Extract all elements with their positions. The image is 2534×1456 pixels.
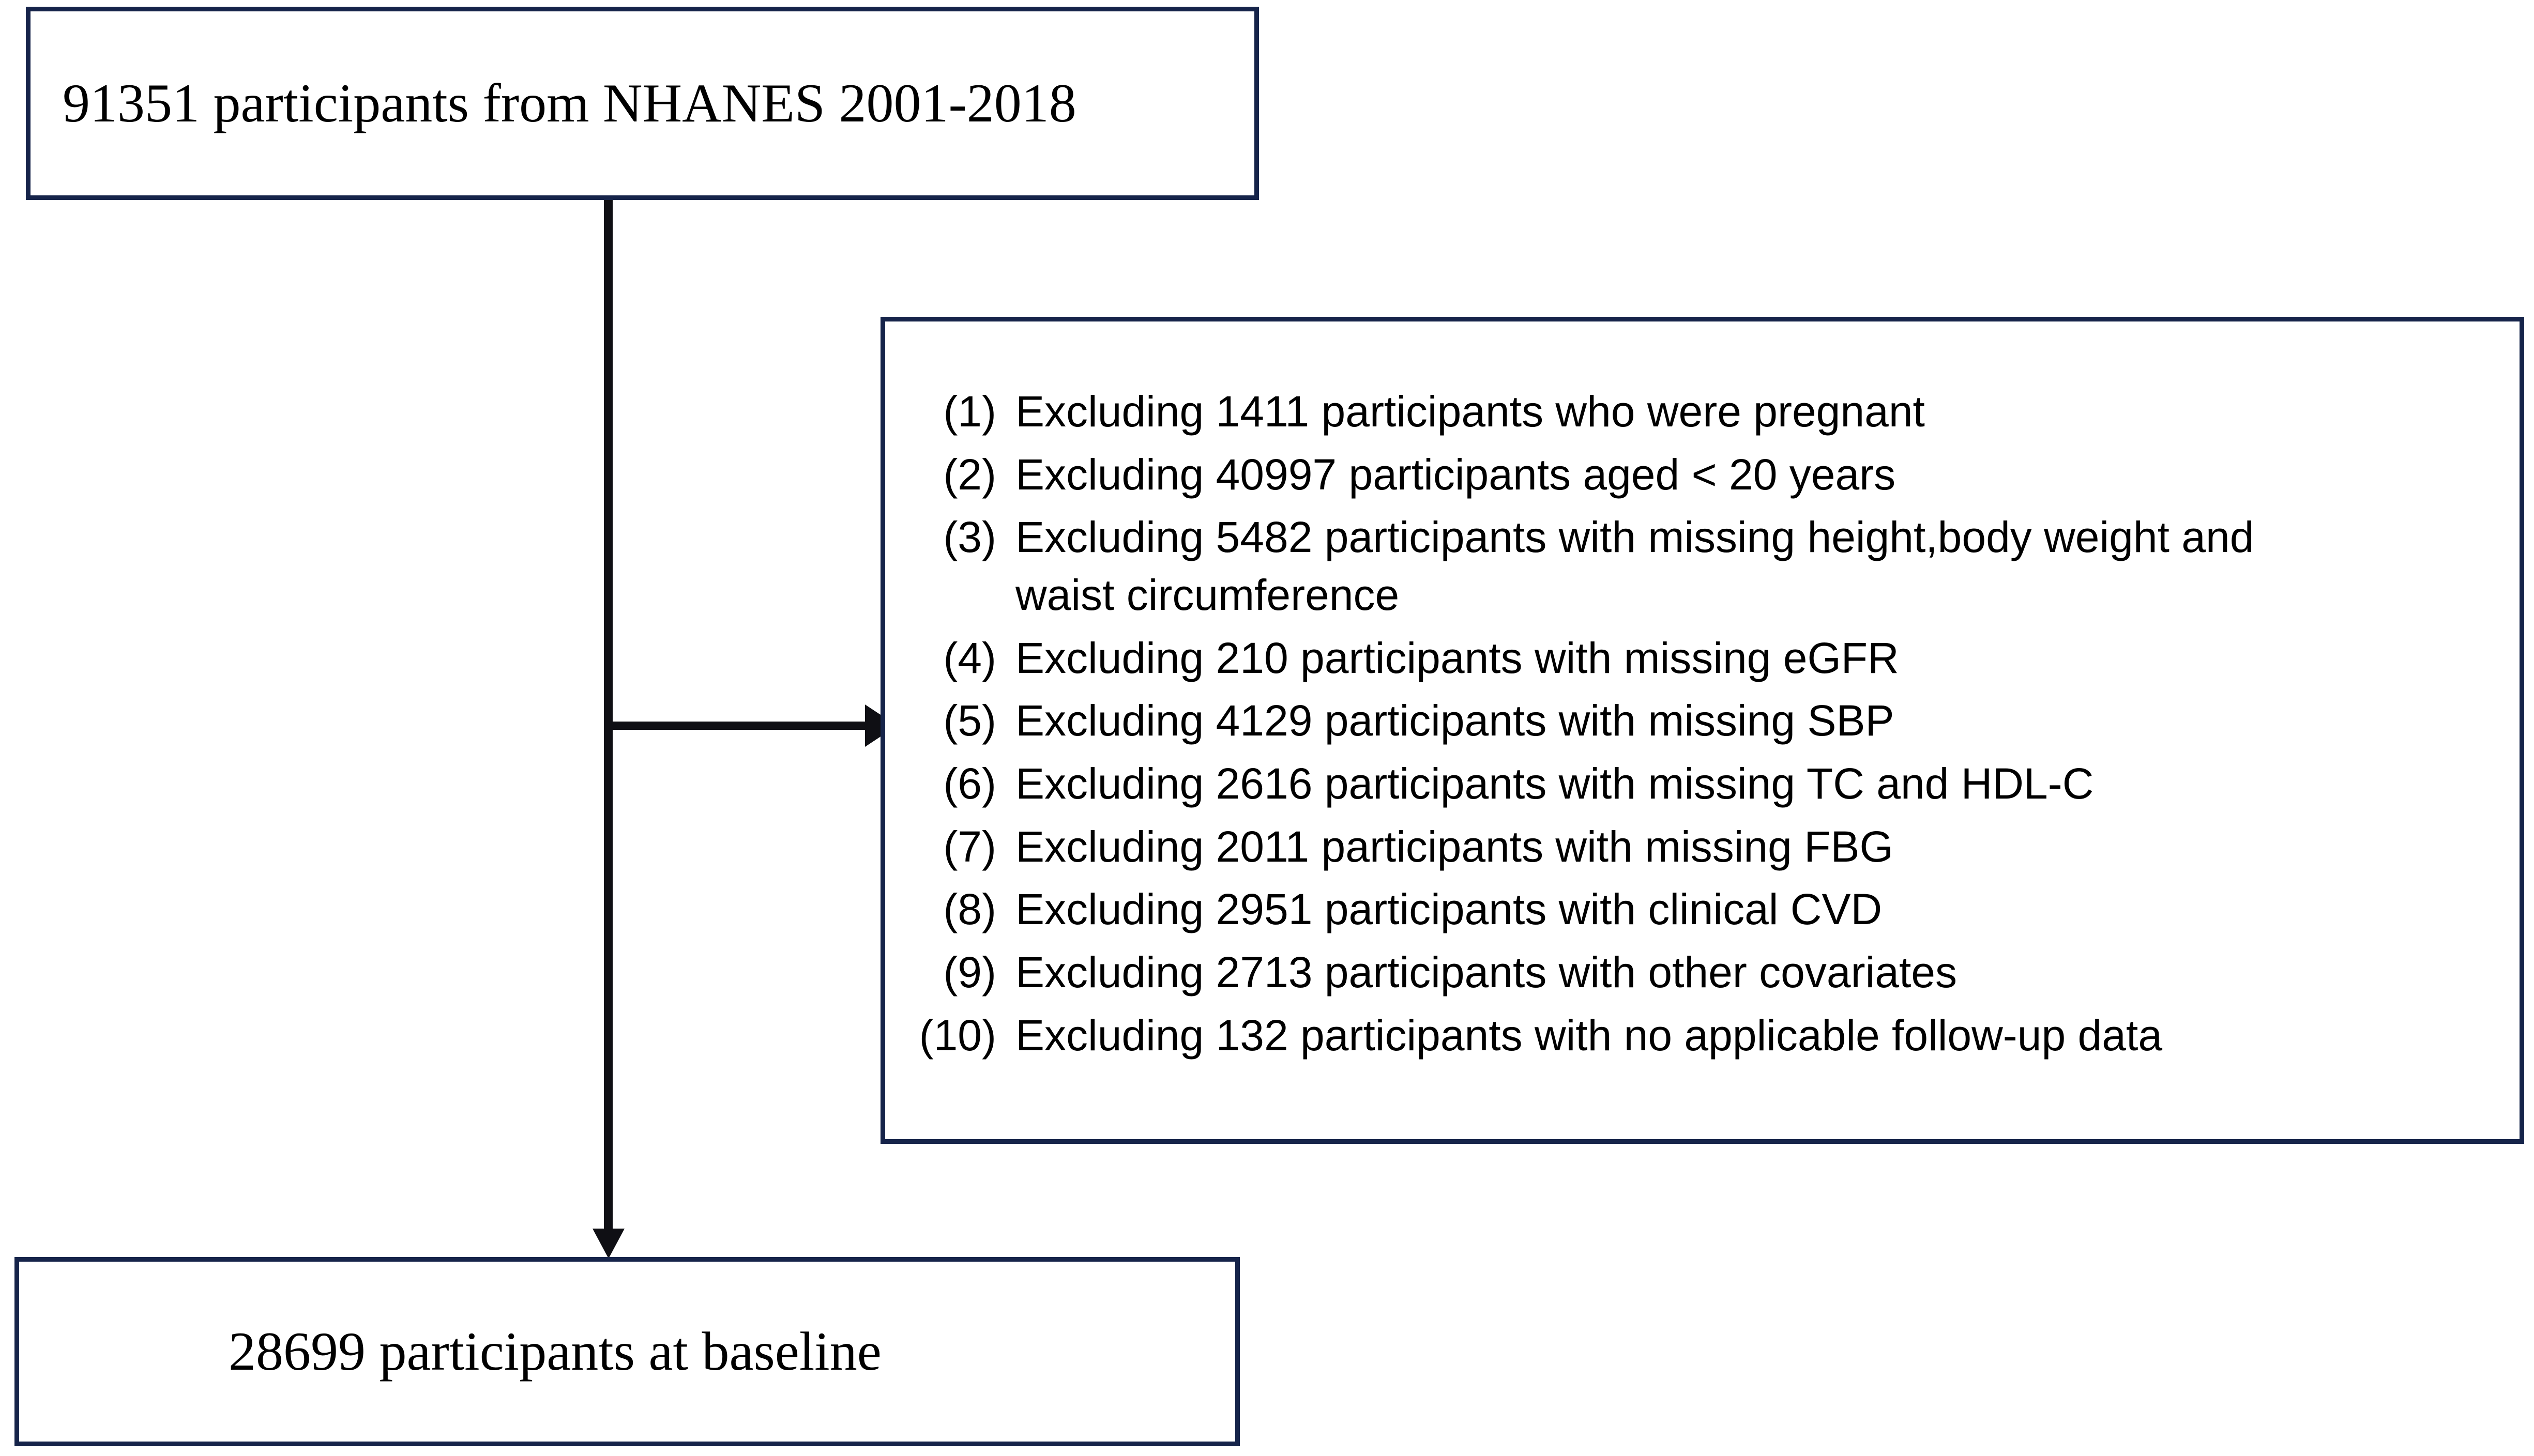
exclusions-box: (1) Excluding 1411 participants who were…	[881, 317, 2524, 1144]
list-item: (1) Excluding 1411 participants who were…	[885, 387, 2520, 436]
list-item-text: Excluding 132 participants with no appli…	[1015, 1010, 2163, 1060]
top-cohort-label: 91351 participants from NHANES 2001-2018	[63, 73, 1076, 133]
list-item-text-line1: Excluding 5482 participants with missing…	[1015, 513, 2254, 562]
connector-branch-horizontal	[604, 722, 868, 730]
list-item: (4) Excluding 210 participants with miss…	[885, 636, 2520, 681]
list-item-text: Excluding 2713 participants with other c…	[1015, 948, 1958, 997]
list-item-number: (10)	[919, 1010, 996, 1060]
list-item-text: Excluding 210 participants with missing …	[1015, 633, 1899, 682]
list-item: (6) Excluding 2616 participants with mis…	[885, 759, 2520, 808]
list-item-number: (2)	[943, 450, 996, 499]
list-item: (5) Excluding 4129 participants with mis…	[885, 699, 2520, 743]
bottom-cohort-box: 28699 participants at baseline	[14, 1257, 1240, 1446]
top-cohort-box: 91351 participants from NHANES 2001-2018	[26, 7, 1259, 200]
exclusion-list: (1) Excluding 1411 participants who were…	[885, 387, 2520, 1076]
list-item-number: (1)	[943, 387, 996, 436]
list-item: (3) Excluding 5482 participants with mis…	[885, 515, 2520, 617]
list-item: (8) Excluding 2951 participants with cli…	[885, 887, 2520, 932]
list-item: (2) Excluding 40997 participants aged < …	[885, 450, 2520, 499]
arrow-down-icon	[593, 1229, 625, 1259]
list-item-number: (4)	[943, 633, 996, 682]
list-item-number: (9)	[943, 948, 996, 997]
list-item: (10) Excluding 132 participants with no …	[885, 1010, 2520, 1060]
list-item-text: Excluding 40997 participants aged < 20 y…	[1015, 450, 1896, 499]
list-item-text: Excluding 2616 participants with missing…	[1015, 759, 2094, 808]
list-item-number: (6)	[943, 759, 996, 808]
list-item: (7) Excluding 2011 participants with mis…	[885, 822, 2520, 871]
list-item-text-line2: waist circumference	[1015, 571, 1400, 620]
bottom-cohort-label: 28699 participants at baseline	[229, 1321, 882, 1382]
list-item-text: Excluding 5482 participants with missing…	[996, 515, 2520, 617]
list-item-number: (8)	[943, 885, 996, 934]
list-item-number: (3)	[943, 513, 996, 562]
list-item-text: Excluding 4129 participants with missing…	[1015, 696, 1894, 745]
list-item: (9) Excluding 2713 participants with oth…	[885, 948, 2520, 997]
connector-trunk-vertical	[604, 200, 613, 1229]
list-item-text: Excluding 2011 participants with missing…	[1015, 822, 1893, 871]
list-item-number: (7)	[943, 822, 996, 871]
list-item-number: (5)	[943, 696, 996, 745]
list-item-text: Excluding 2951 participants with clinica…	[1015, 885, 1883, 934]
list-item-text: Excluding 1411 participants who were pre…	[1015, 387, 1925, 436]
